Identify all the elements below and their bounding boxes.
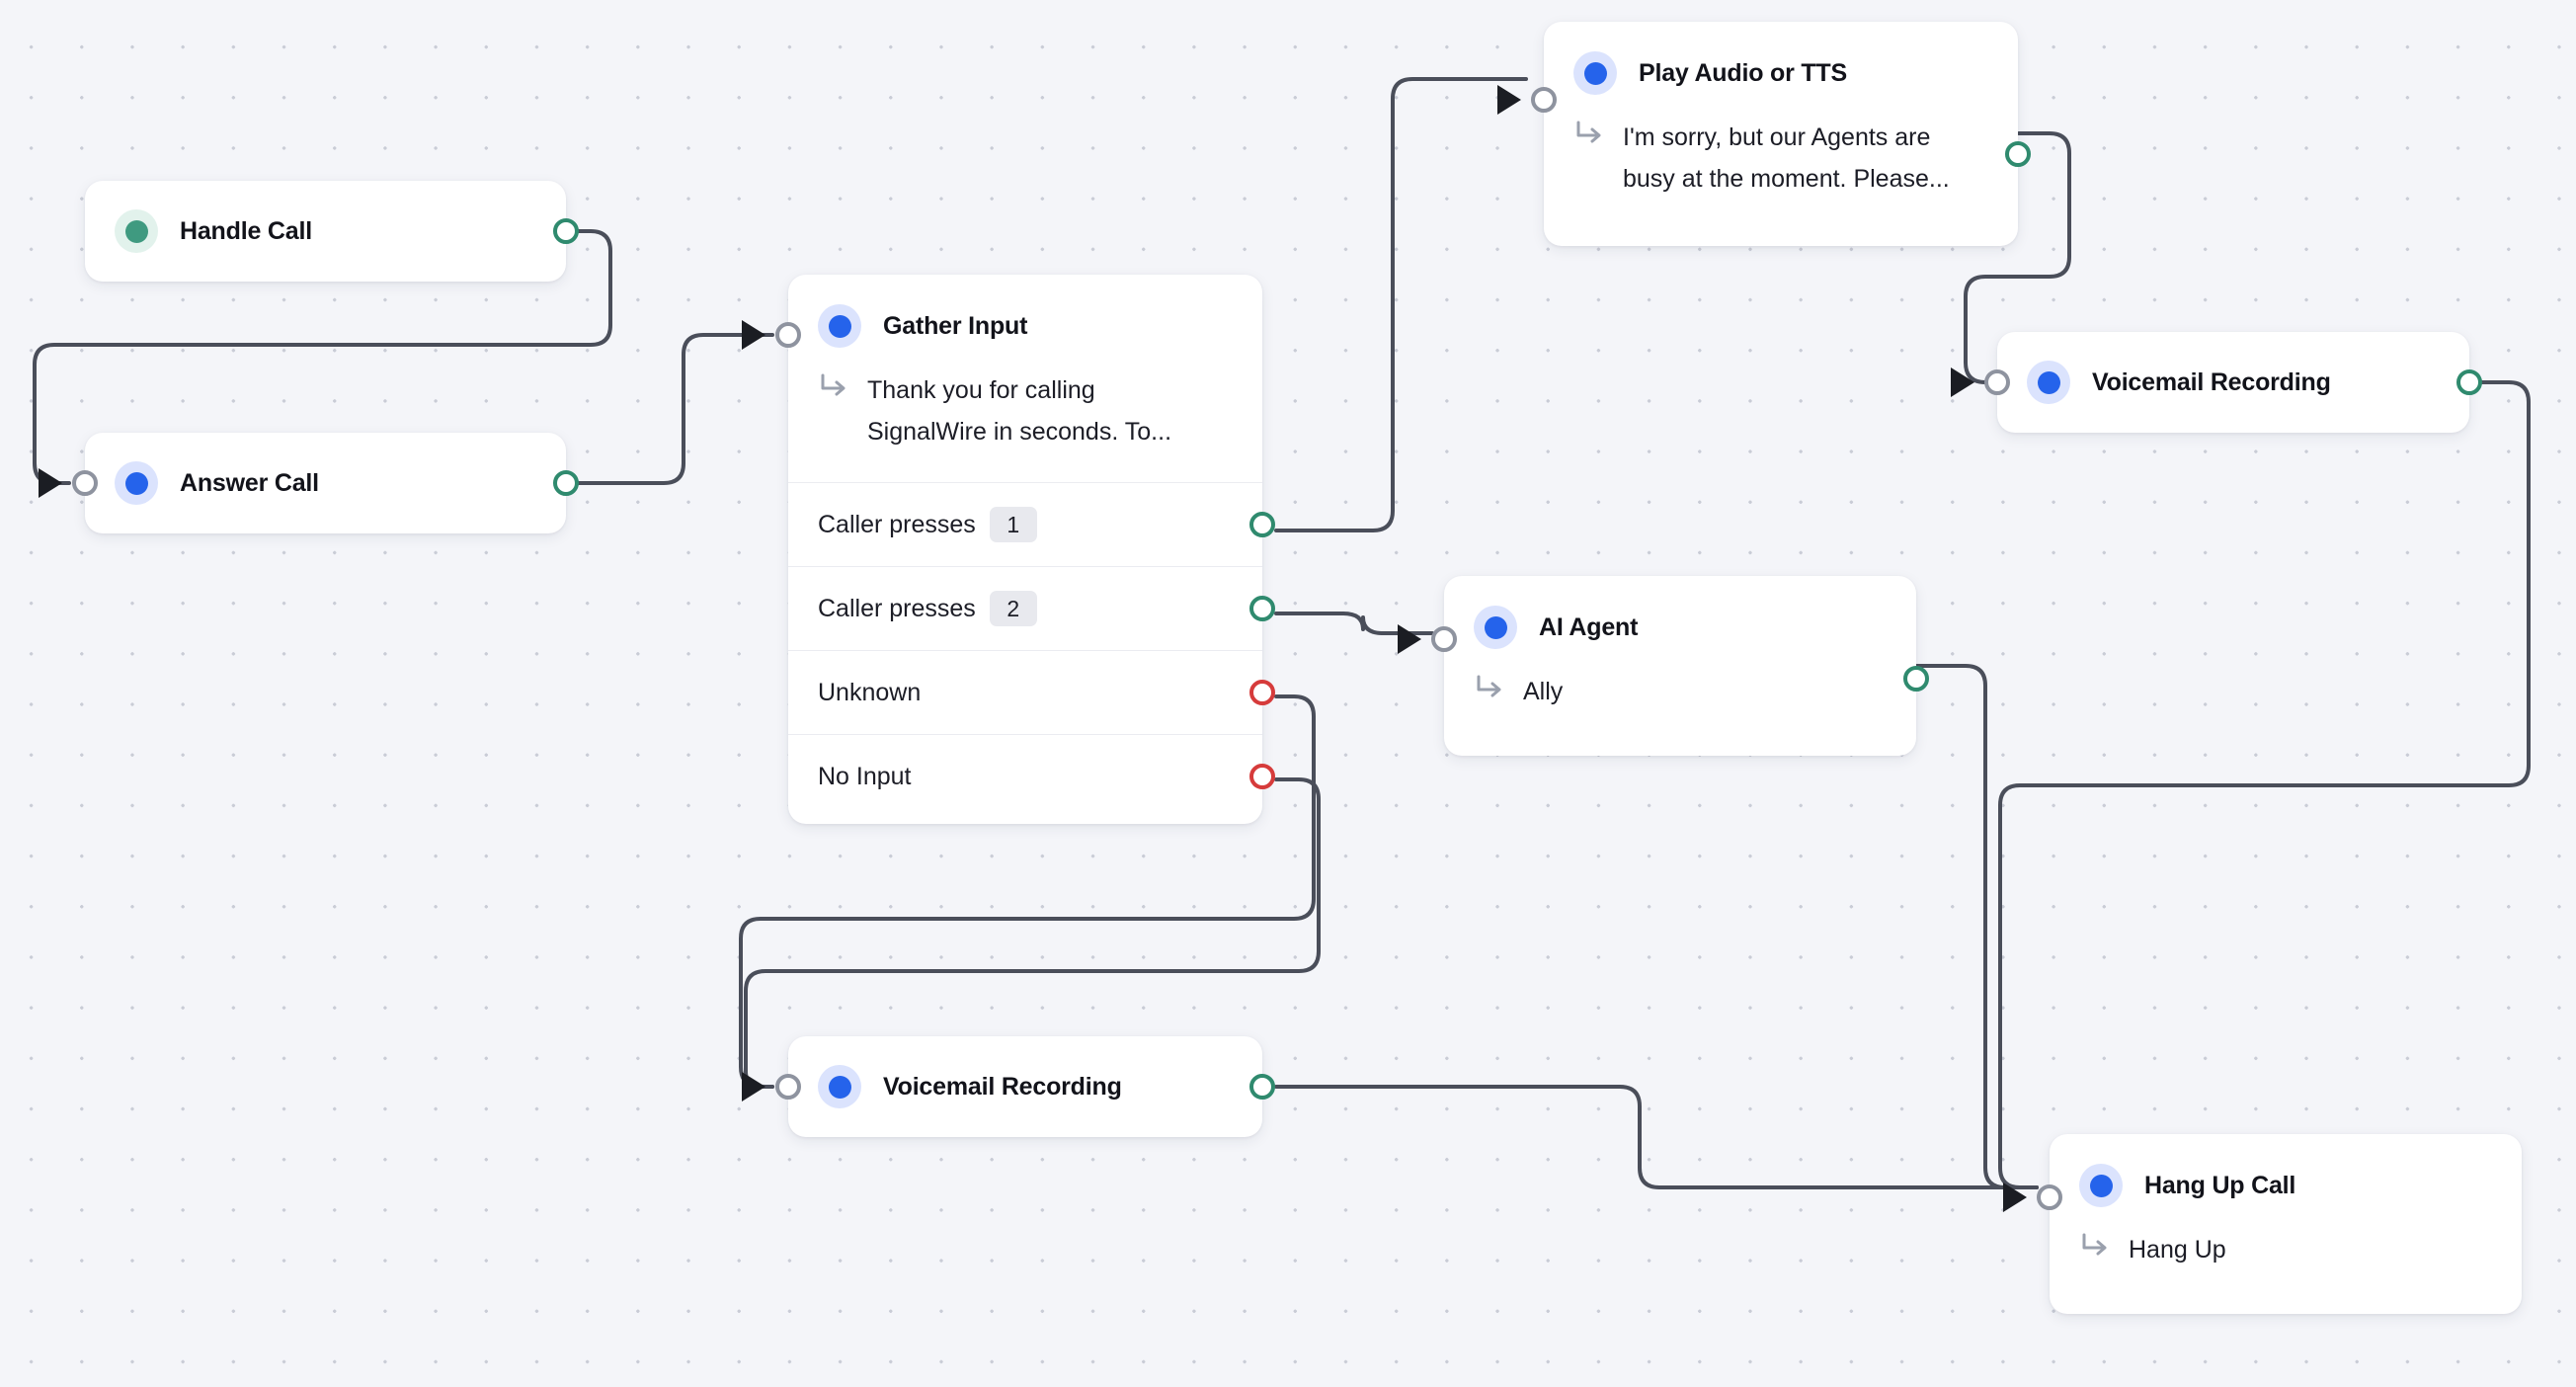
option-badge: 1 xyxy=(989,507,1037,542)
subflow-arrow-icon xyxy=(1573,119,1607,153)
output-port-caller-presses-1[interactable] xyxy=(1249,512,1275,537)
input-arrow-icon xyxy=(742,320,765,350)
node-title: Gather Input xyxy=(883,311,1028,340)
node-handle-call[interactable]: Handle Call xyxy=(85,181,579,282)
node-title: Play Audio or TTS xyxy=(1639,58,1847,87)
node-title: Answer Call xyxy=(180,468,319,497)
input-arrow-icon xyxy=(1951,367,1974,397)
node-subtitle-row: Ally xyxy=(1444,671,1916,742)
input-port[interactable] xyxy=(1984,369,2010,395)
edge-ai-agent-to-hang-up xyxy=(1914,664,2039,1189)
node-hang-up-call[interactable]: Hang Up Call Hang Up xyxy=(2003,1134,2522,1314)
output-port-unknown[interactable] xyxy=(1249,680,1275,705)
node-answer-call[interactable]: Answer Call xyxy=(39,433,579,533)
node-header: Gather Input xyxy=(788,275,1262,377)
status-dot-icon xyxy=(115,461,158,505)
node-header: Handle Call xyxy=(85,181,566,282)
option-badge: 2 xyxy=(989,591,1037,626)
status-dot-icon xyxy=(818,1065,861,1108)
option-label: Unknown xyxy=(818,678,922,706)
output-port[interactable] xyxy=(1249,1074,1275,1100)
input-arrow-icon xyxy=(2003,1183,2027,1212)
node-header: AI Agent xyxy=(1444,576,1916,679)
node-subtitle-row: I'm sorry, but our Agents are busy at th… xyxy=(1544,117,2018,229)
input-arrow-icon xyxy=(39,468,62,498)
input-port[interactable] xyxy=(1431,626,1457,652)
node-gather-input[interactable]: Gather Input Thank you for calling Signa… xyxy=(742,275,1275,824)
node-subtitle: I'm sorry, but our Agents are busy at th… xyxy=(1623,123,1950,193)
output-port[interactable] xyxy=(553,218,579,244)
option-list: Caller presses 1 Caller presses 2 Unknow… xyxy=(788,482,1275,818)
subflow-arrow-icon xyxy=(1474,673,1507,707)
output-port[interactable] xyxy=(553,470,579,496)
input-port[interactable] xyxy=(2037,1184,2062,1210)
input-port[interactable] xyxy=(775,1074,801,1100)
subflow-arrow-icon xyxy=(2079,1231,2113,1265)
node-title: Hang Up Call xyxy=(2144,1171,2296,1199)
node-subtitle-row: Hang Up xyxy=(2050,1229,2522,1300)
option-row-caller-presses-1[interactable]: Caller presses 1 xyxy=(788,483,1275,567)
node-subtitle-row: Thank you for calling SignalWire in seco… xyxy=(788,369,1262,482)
edge-voicemail-top-to-hang-up xyxy=(1998,380,2531,1189)
option-label: No Input xyxy=(818,762,912,790)
status-dot-icon xyxy=(2079,1164,2123,1207)
input-arrow-icon xyxy=(742,1072,765,1101)
edge-caller-presses-1-to-play-audio xyxy=(1274,77,1528,532)
input-port[interactable] xyxy=(775,322,801,348)
output-port-no-input[interactable] xyxy=(1249,764,1275,789)
node-title: AI Agent xyxy=(1539,612,1639,641)
node-header: Answer Call xyxy=(85,433,566,533)
node-header: Voicemail Recording xyxy=(1997,332,2469,433)
input-port[interactable] xyxy=(1531,87,1557,113)
status-dot-icon xyxy=(1573,51,1617,95)
output-port-caller-presses-2[interactable] xyxy=(1249,596,1275,621)
output-port[interactable] xyxy=(2456,369,2482,395)
node-subtitle: Hang Up xyxy=(2129,1236,2226,1264)
output-port[interactable] xyxy=(1903,666,1929,692)
node-title: Handle Call xyxy=(180,216,312,245)
subflow-arrow-icon xyxy=(818,371,851,406)
node-header: Play Audio or TTS xyxy=(1544,22,2018,124)
output-port[interactable] xyxy=(2005,141,2031,167)
input-arrow-icon xyxy=(1497,85,1521,115)
node-header: Hang Up Call xyxy=(2050,1134,2522,1237)
node-voicemail-recording-top[interactable]: Voicemail Recording xyxy=(1951,332,2482,433)
node-play-audio-or-tts[interactable]: Play Audio or TTS I'm sorry, but our Age… xyxy=(1497,22,2031,246)
edge-voicemail-bottom-to-hang-up xyxy=(1274,1085,2039,1189)
option-row-unknown[interactable]: Unknown xyxy=(788,651,1275,735)
node-subtitle: Ally xyxy=(1523,678,1564,705)
option-label: Caller presses xyxy=(818,594,976,622)
option-label: Caller presses xyxy=(818,510,976,538)
status-dot-icon xyxy=(1474,606,1517,649)
input-port[interactable] xyxy=(72,470,98,496)
node-voicemail-recording-bottom[interactable]: Voicemail Recording xyxy=(742,1036,1275,1137)
node-header: Voicemail Recording xyxy=(788,1036,1262,1137)
node-subtitle: Thank you for calling SignalWire in seco… xyxy=(867,376,1172,446)
status-dot-icon xyxy=(2027,361,2070,404)
status-dot-icon xyxy=(115,209,158,253)
option-row-no-input[interactable]: No Input xyxy=(788,735,1275,818)
input-arrow-icon xyxy=(1398,624,1421,654)
node-title: Voicemail Recording xyxy=(883,1072,1122,1101)
node-title: Voicemail Recording xyxy=(2092,367,2331,396)
edge-answer-call-to-gather-input xyxy=(564,333,774,485)
status-dot-icon xyxy=(818,304,861,348)
node-ai-agent[interactable]: AI Agent Ally xyxy=(1398,576,1929,756)
option-row-caller-presses-2[interactable]: Caller presses 2 xyxy=(788,567,1275,651)
